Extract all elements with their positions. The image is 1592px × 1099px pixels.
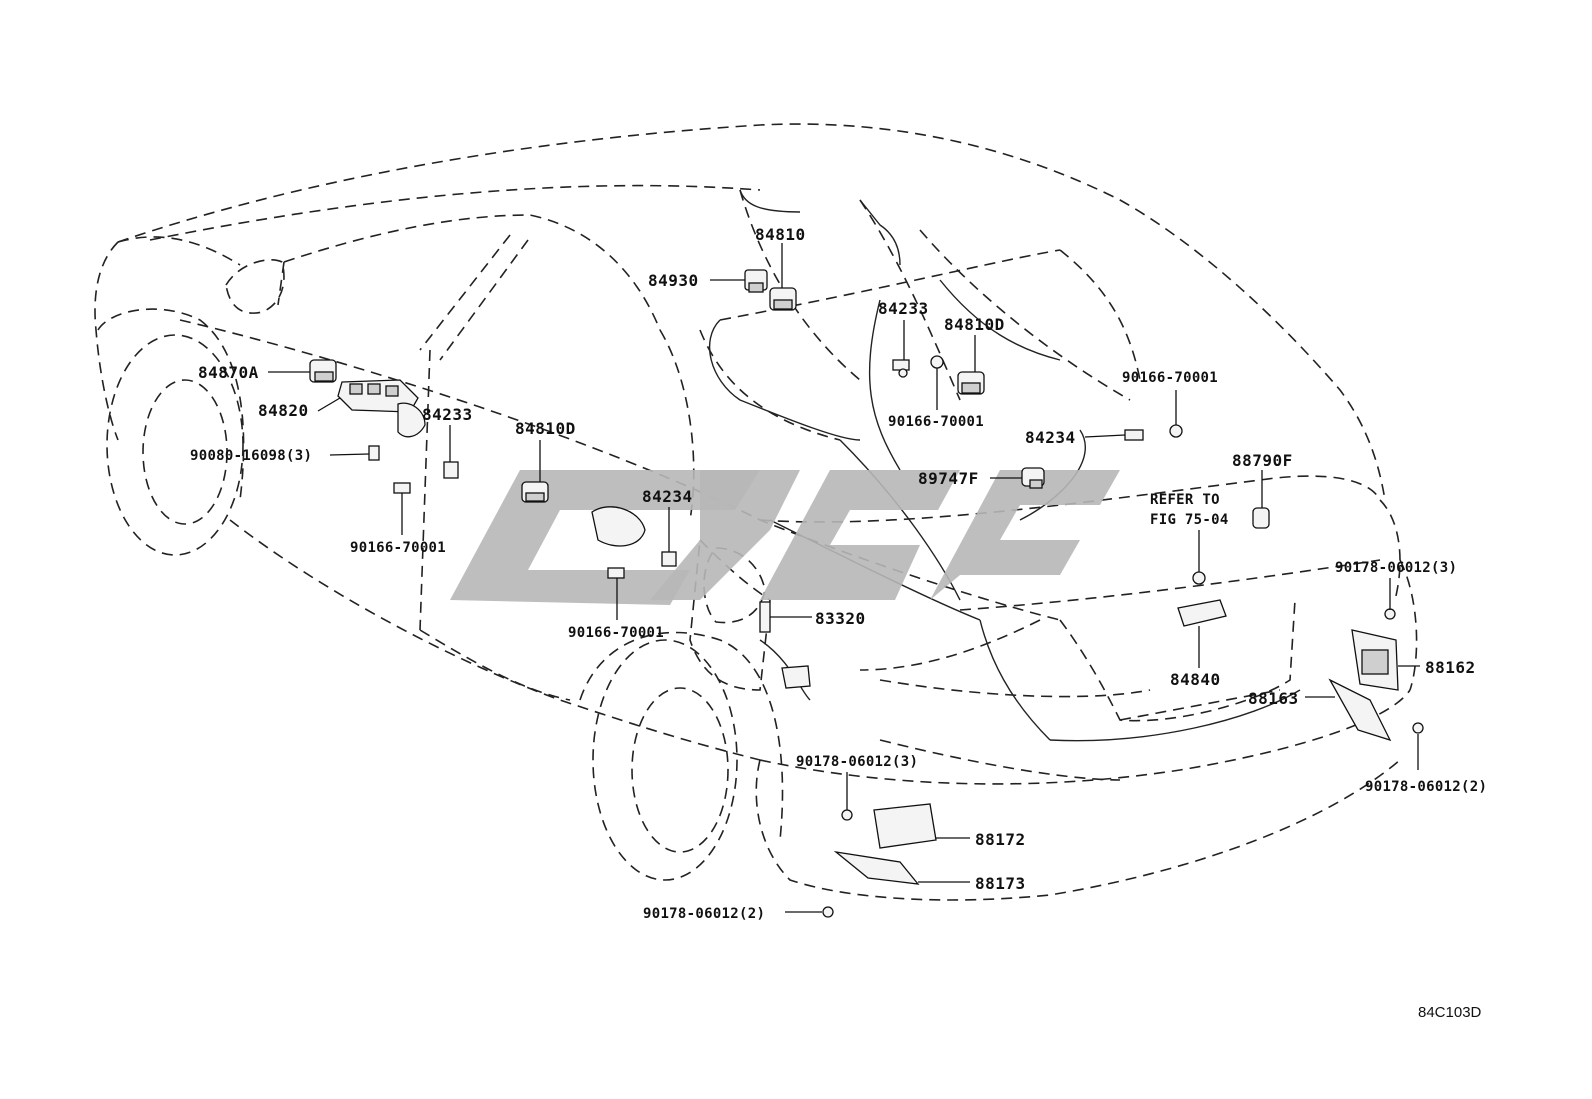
callout-90166-70001-rr: 90166-70001: [1122, 370, 1218, 386]
nut-88162-part: [1384, 608, 1396, 620]
connector-84233-roof-part: [892, 359, 910, 378]
parts: [309, 269, 1424, 918]
screw-90080-part: [368, 445, 380, 461]
callout-90080-16098: 90080-16098(3): [190, 448, 312, 464]
switch-bezel-part: [397, 402, 426, 438]
clip-90166-door-part: [393, 482, 411, 494]
callout-84820: 84820: [258, 401, 309, 420]
callout-88790F: 88790F: [1232, 451, 1293, 470]
callout-90178-06012-2-left: 90178-06012(2): [643, 906, 765, 922]
switch-84810-part: [769, 287, 797, 311]
clip-84840-part: [1192, 571, 1206, 585]
clip-90166-door2-part: [607, 567, 625, 579]
callout-88163: 88163: [1248, 689, 1299, 708]
clip-90166-rr-part: [1169, 424, 1183, 438]
callout-90178-06012-3-right: 90178-06012(3): [1335, 560, 1457, 576]
callout-90166-70001-door: 90166-70001: [350, 540, 446, 556]
callout-88172: 88172: [975, 830, 1026, 849]
callout-84930: 84930: [648, 271, 699, 290]
sensor-89747F-part: [1021, 467, 1045, 489]
callout-84810D-roof: 84810D: [944, 315, 1005, 334]
callout-88162: 88162: [1425, 658, 1476, 677]
callout-84234-rr: 84234: [1025, 428, 1076, 447]
refer-to-label: REFER TO: [1150, 492, 1220, 508]
switch-84870A-part: [309, 359, 337, 383]
switch-84810D-door-part: [521, 481, 549, 503]
callout-84870A: 84870A: [198, 363, 259, 382]
callout-84234-door: 84234: [642, 487, 693, 506]
figure-code: 84C103D: [1418, 1004, 1482, 1021]
fuel-lid-part: [781, 665, 811, 689]
callout-90178-06012-3-left: 90178-06012(3): [796, 754, 918, 770]
callout-90166-70001-door2: 90166-70001: [568, 625, 664, 641]
callout-84810: 84810: [755, 225, 806, 244]
nut-88172-part: [841, 809, 853, 821]
callout-88173: 88173: [975, 874, 1026, 893]
bracket-88173-part: [833, 850, 920, 885]
leader-lines: [268, 243, 1420, 913]
switch-84810D-roof-part: [957, 371, 985, 395]
car-body-solid-lines: [708, 189, 1301, 742]
callout-90178-06012-2-right: 90178-06012(2): [1365, 779, 1487, 795]
sensor-88790F-part: [1252, 507, 1270, 529]
sensor-88172-part: [873, 803, 937, 849]
callout-89747F: 89747F: [918, 469, 979, 488]
callout-83320: 83320: [815, 609, 866, 628]
watermark-logo: [450, 470, 1120, 605]
connector-84234-rr-part: [1124, 429, 1144, 441]
fuel-sender-83320-part: [759, 601, 771, 633]
refer-fig-label: FIG 75-04: [1150, 512, 1229, 528]
callout-84233-roof: 84233: [878, 299, 929, 318]
door-handle-part: [591, 506, 646, 547]
sensor-88162-part: [1351, 629, 1399, 691]
callout-labels: 84810 84930 84233 84810D 90166-70001 901…: [190, 225, 1487, 1021]
clip-90166-roof-part: [930, 355, 944, 378]
callout-84233-door: 84233: [422, 405, 473, 424]
bracket-88163-part: [1328, 678, 1392, 742]
callout-90166-70001-roof: 90166-70001: [888, 414, 984, 430]
nut-88163-part: [1412, 722, 1424, 734]
switch-84840-part: [1177, 599, 1227, 627]
connector-84233-door-part: [443, 461, 459, 479]
callout-84810D-door: 84810D: [515, 419, 576, 438]
connector-84234-door-part: [661, 551, 677, 567]
nut-88173-part: [822, 906, 834, 918]
callout-84840: 84840: [1170, 670, 1221, 689]
switch-84930-part: [744, 269, 768, 293]
